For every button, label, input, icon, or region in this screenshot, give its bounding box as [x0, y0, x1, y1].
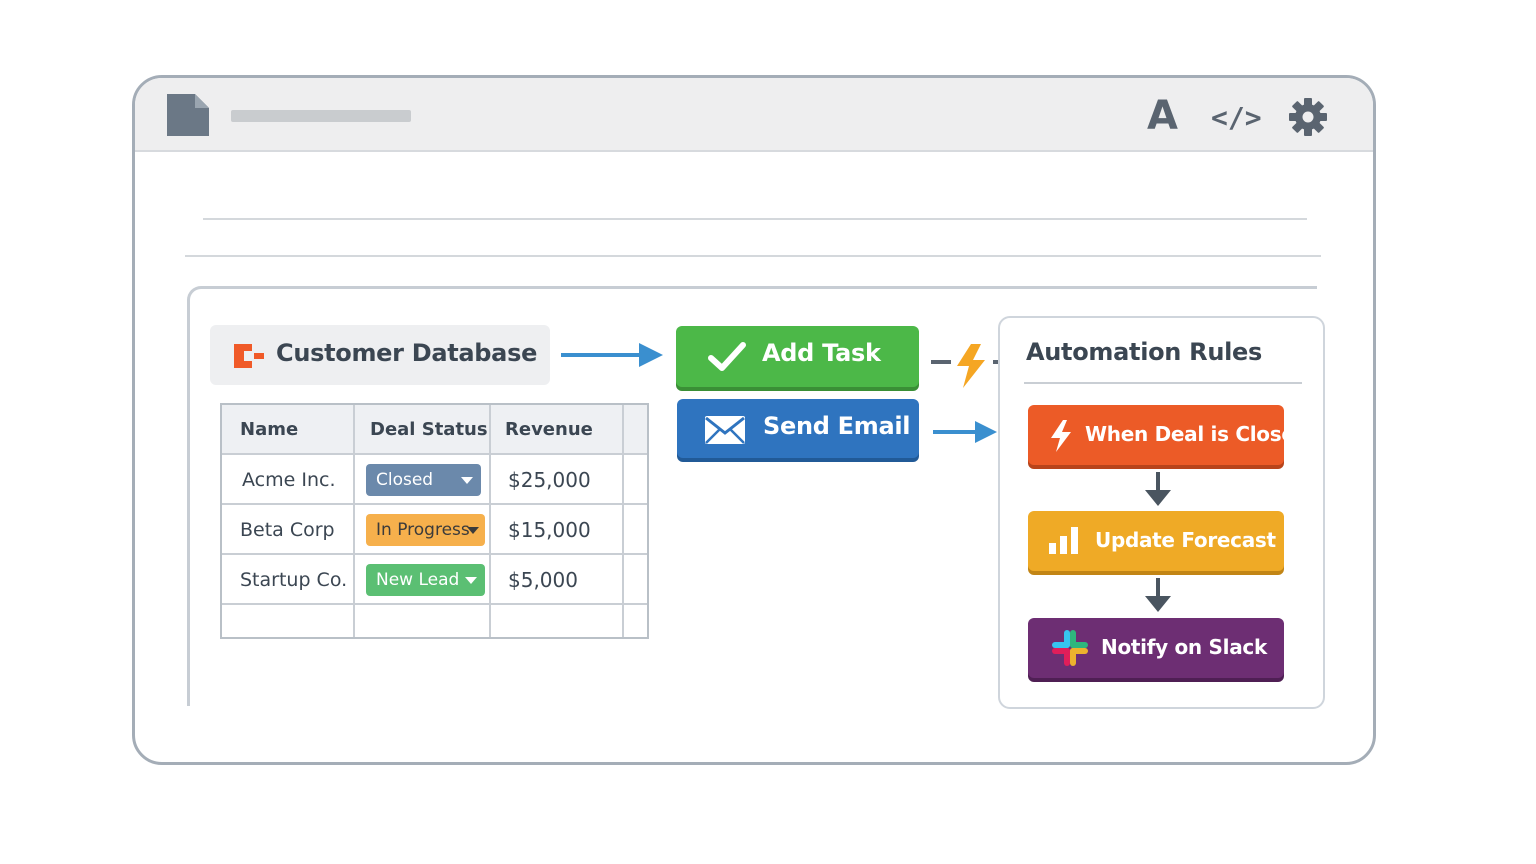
- table-row-empty: [222, 605, 647, 639]
- gear-icon[interactable]: [1287, 96, 1329, 138]
- arrow-down-icon: [1145, 578, 1171, 612]
- table-row: Acme Inc. Closed $25,000: [222, 455, 647, 505]
- divider-line: [1024, 382, 1302, 384]
- revenue-value: $15,000: [508, 518, 591, 542]
- lightning-icon: [1051, 420, 1071, 452]
- deal-status-dropdown[interactable]: New Lead: [366, 564, 485, 596]
- deal-status-dropdown[interactable]: In Progress: [366, 514, 485, 546]
- column-divider: [489, 405, 491, 637]
- customer-database-header: Customer Database: [210, 325, 550, 385]
- table-row: Startup Co. New Lead $5,000: [222, 555, 647, 605]
- deal-status-label: Closed: [376, 470, 434, 490]
- revenue-value: $5,000: [508, 568, 578, 592]
- rule-label: Update Forecast: [1095, 528, 1276, 552]
- rule-label: Notify on Slack: [1101, 635, 1267, 659]
- rule-notify-slack[interactable]: Notify on Slack: [1028, 618, 1284, 678]
- customer-table: Name Deal Status Revenue Acme Inc. Close…: [220, 403, 649, 639]
- send-email-button[interactable]: Send Email: [677, 399, 919, 458]
- font-icon[interactable]: A: [1147, 93, 1178, 139]
- chevron-down-icon: [467, 527, 479, 534]
- flow-arrow-icon: [933, 421, 997, 443]
- app-window: A </> Customer Database: [132, 75, 1376, 765]
- bar-chart-icon: [1049, 527, 1078, 554]
- automation-rules-panel: Automation Rules When Deal is Closed Upd…: [998, 316, 1325, 709]
- add-task-button[interactable]: Add Task: [676, 326, 919, 387]
- divider-line: [185, 255, 1321, 257]
- automation-rules-title: Automation Rules: [1026, 338, 1263, 366]
- database-icon: [234, 344, 264, 368]
- customer-name: Acme Inc.: [242, 469, 336, 491]
- customer-name: Beta Corp: [240, 519, 335, 541]
- column-divider: [622, 405, 624, 637]
- document-icon: [167, 94, 209, 136]
- chevron-down-icon: [461, 477, 473, 484]
- revenue-value: $25,000: [508, 468, 591, 492]
- customer-name: Startup Co.: [240, 569, 348, 591]
- column-divider: [353, 405, 355, 637]
- column-header-name[interactable]: Name: [240, 419, 299, 440]
- deal-status-dropdown[interactable]: Closed: [366, 464, 481, 496]
- workflow-panel: [187, 286, 1317, 706]
- table-row: Beta Corp In Progress $15,000: [222, 505, 647, 555]
- window-title-placeholder: [231, 110, 411, 122]
- chevron-down-icon: [465, 577, 477, 584]
- table-header-row: Name Deal Status Revenue: [222, 405, 647, 455]
- title-bar: A </>: [135, 78, 1373, 152]
- code-icon[interactable]: </>: [1211, 101, 1262, 134]
- deal-status-label: In Progress: [376, 520, 470, 540]
- envelope-icon: [705, 416, 745, 444]
- column-header-deal-status[interactable]: Deal Status: [370, 419, 488, 440]
- send-email-label: Send Email: [763, 412, 911, 440]
- slack-icon: [1052, 630, 1088, 666]
- deal-status-label: New Lead: [376, 570, 460, 590]
- rule-update-forecast[interactable]: Update Forecast: [1028, 511, 1284, 571]
- divider-line: [203, 218, 1307, 220]
- arrow-down-icon: [1145, 472, 1171, 506]
- column-header-revenue[interactable]: Revenue: [505, 419, 593, 440]
- flow-arrow-icon: [561, 343, 663, 367]
- add-task-label: Add Task: [762, 339, 881, 367]
- rule-label: When Deal is Closed: [1085, 422, 1309, 446]
- checkmark-icon: [708, 342, 746, 371]
- customer-database-title: Customer Database: [276, 339, 538, 367]
- rule-when-deal-closed[interactable]: When Deal is Closed: [1028, 405, 1309, 465]
